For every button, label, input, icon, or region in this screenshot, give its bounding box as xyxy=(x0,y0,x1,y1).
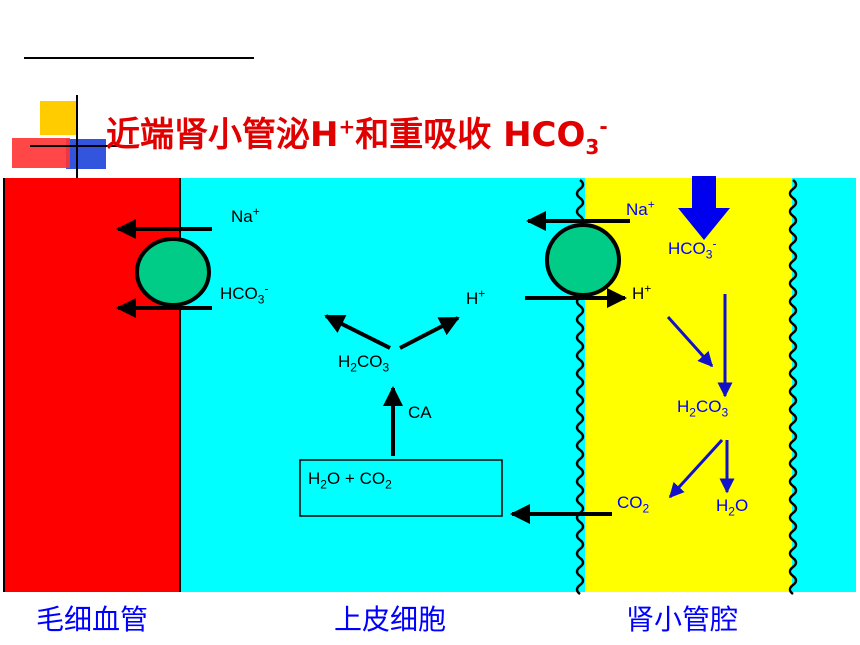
label-h2o: H2O xyxy=(716,496,749,519)
label-h-right: H+ xyxy=(632,281,652,303)
region-label-lumen: 肾小管腔 xyxy=(626,603,739,636)
lumen-region xyxy=(585,178,792,592)
label-h2co3-right: H2CO3 xyxy=(677,397,729,420)
region-label-epithelial: 上皮细胞 xyxy=(334,603,447,636)
region-label-capillary: 毛细血管 xyxy=(36,603,149,636)
title-ornament-icon xyxy=(12,95,120,180)
label-co2: CO2 xyxy=(617,493,650,516)
h2co3-to-hco3-arrow xyxy=(324,314,391,350)
label-hco3-right: HCO3- xyxy=(668,236,717,262)
brush-border-right xyxy=(788,179,798,595)
reaction-box xyxy=(299,459,503,517)
basolateral-transporter xyxy=(135,237,211,307)
label-h2o-co2: H2O + CO2 xyxy=(308,469,392,492)
h-to-h2co3-arrow xyxy=(666,315,714,368)
label-h-center: H+ xyxy=(466,286,486,308)
label-ca: CA xyxy=(408,403,432,422)
label-na-left: Na+ xyxy=(231,204,260,226)
label-na-right: Na+ xyxy=(626,197,655,219)
h2co3-to-h-arrow xyxy=(399,316,460,350)
h2co3-to-co2-arrow xyxy=(668,438,724,499)
label-h2co3-center: H2CO3 xyxy=(338,352,390,375)
apical-transporter xyxy=(545,223,621,297)
page-title: 近端肾小管泌H+和重吸收 HCO3- xyxy=(106,114,608,159)
hco3-filtered-arrow-icon xyxy=(678,176,730,240)
capillary-region xyxy=(4,178,180,592)
label-hco3-left: HCO3- xyxy=(220,281,269,307)
